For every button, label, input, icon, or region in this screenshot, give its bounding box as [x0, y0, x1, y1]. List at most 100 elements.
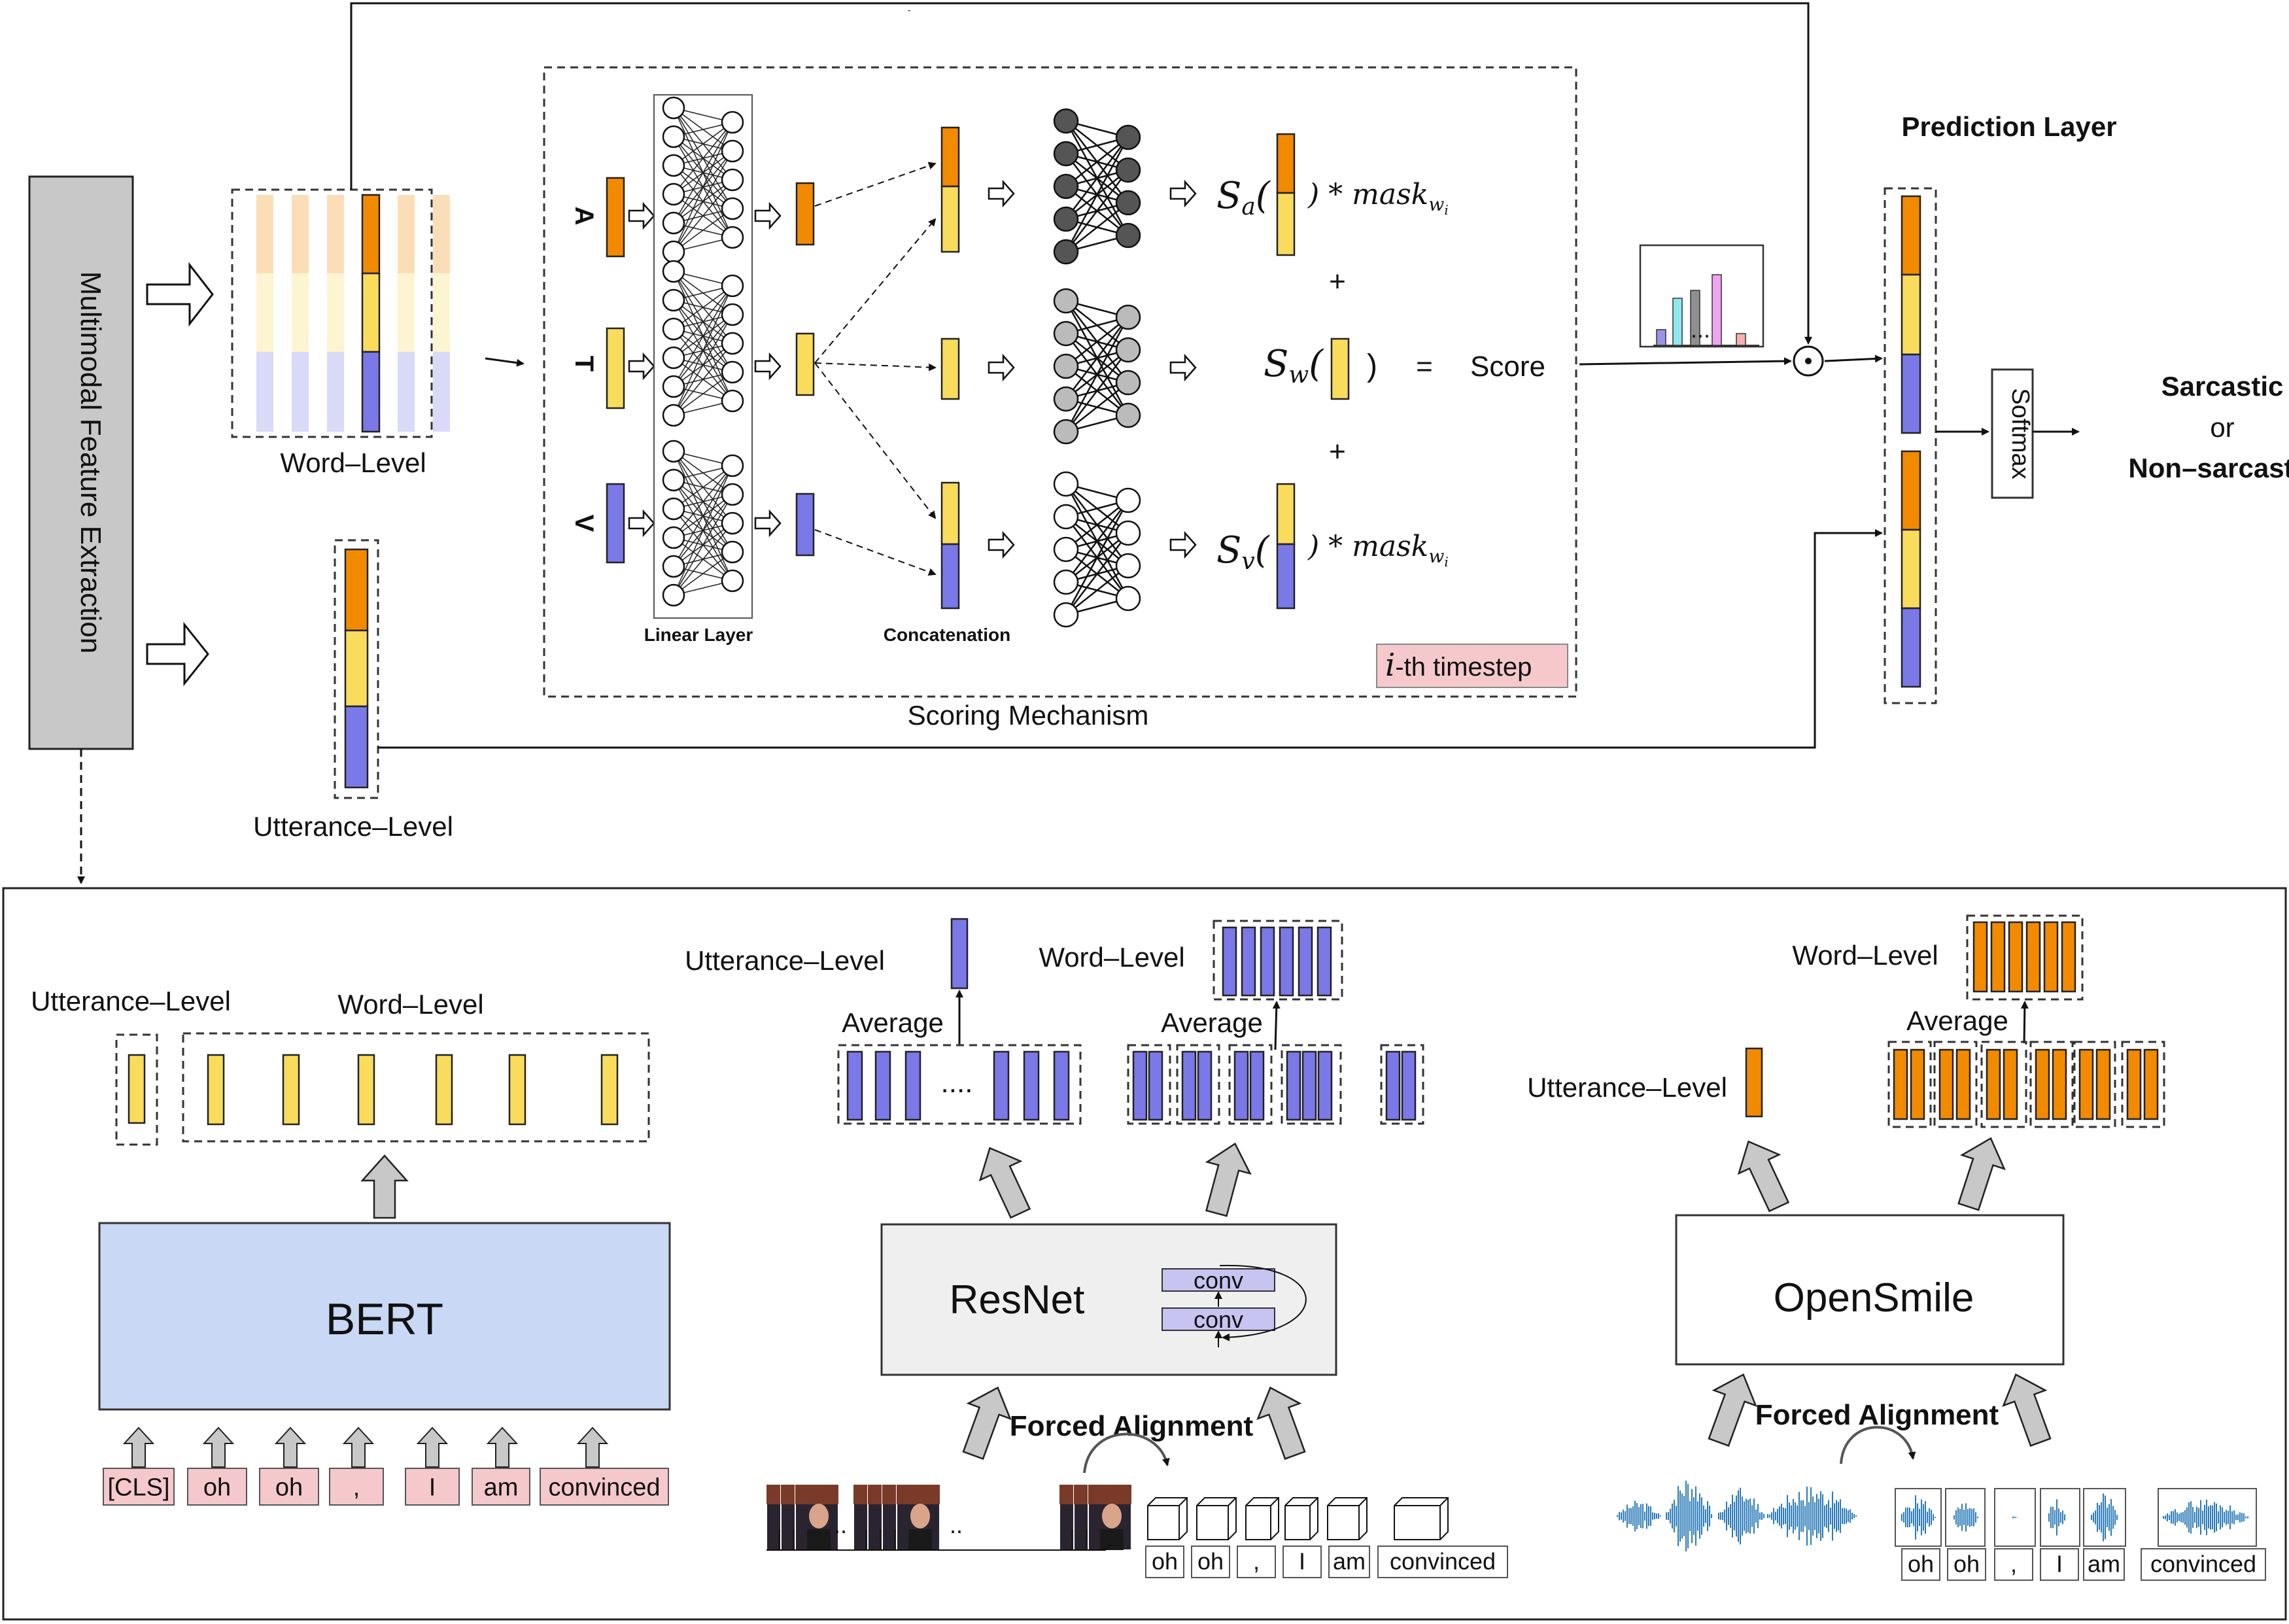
- scoring-mechanism-label: Scoring Mechanism: [908, 700, 1149, 731]
- modality-inputs: A T V: [570, 177, 625, 564]
- linear-node: [721, 511, 744, 535]
- acoustic-projected-vector: [795, 182, 815, 246]
- linear-node: [721, 303, 744, 326]
- visual-frame-vector: [1401, 1050, 1417, 1121]
- modality-label-t: T: [570, 356, 598, 371]
- utterance-level-features: Utterance–Level: [253, 539, 453, 842]
- audio-frame-vector: [2052, 1048, 2067, 1120]
- scoring-node: [1115, 553, 1141, 579]
- audio-alignment-curve-arrow: [1840, 1426, 1916, 1464]
- linear-node: [662, 182, 685, 206]
- token-box: [405, 1468, 460, 1506]
- modality-extraction-panel: [2, 887, 2287, 1621]
- prediction-layer: [1884, 187, 1937, 704]
- audio-frame-vector: [1955, 1048, 1971, 1120]
- resnet-label: ResNet: [950, 1277, 1085, 1322]
- hollow-arrow: [628, 201, 655, 230]
- svg-text:conv: conv: [1194, 1306, 1243, 1333]
- linear-node: [721, 111, 744, 134]
- scoring-node: [1053, 239, 1079, 265]
- small-grey-arrow: [122, 1426, 155, 1468]
- audio-word-vector: [2025, 921, 2041, 993]
- score-label: Score: [1470, 351, 1545, 383]
- linear-node: [662, 260, 685, 283]
- scoring-node: [1053, 569, 1079, 595]
- linear-node: [721, 332, 744, 355]
- visual-frame-vector: [1132, 1050, 1148, 1121]
- hollow-arrow: [628, 352, 655, 381]
- token-box: [1947, 1548, 1986, 1581]
- scoring-node: [1053, 602, 1079, 628]
- grey-arrow: [1708, 1373, 1757, 1447]
- visual-word-vector: [1317, 926, 1332, 997]
- grey-arrow: [1737, 1140, 1790, 1213]
- visual-frame-vector: [1233, 1050, 1249, 1121]
- scoring-node: [1053, 320, 1079, 347]
- scoring-node: [1053, 141, 1079, 167]
- linear-node: [721, 226, 744, 249]
- scoring-mechanism-box: [543, 66, 1577, 698]
- svg-text:Sw(: Sw(: [1264, 343, 1324, 389]
- linear-node: [662, 440, 685, 463]
- prediction-layer-label: Prediction Layer: [1901, 111, 2116, 142]
- linear-node: [721, 389, 744, 413]
- svg-text:conv: conv: [1194, 1267, 1243, 1294]
- histogram-bar: [1672, 298, 1683, 346]
- visual-average-right-label: Average: [1161, 1007, 1263, 1038]
- plus-sign-1: +: [1329, 266, 1346, 298]
- scoring-networks: [1053, 108, 1141, 628]
- token-box: [1328, 1546, 1370, 1578]
- grey-arrow: [1256, 1386, 1306, 1460]
- linear-node: [662, 125, 685, 148]
- token-box: [1377, 1546, 1508, 1578]
- aligned-frame-cubes: [1147, 1497, 1449, 1540]
- scoring-node: [1115, 520, 1141, 546]
- linear-node: [662, 404, 685, 427]
- linear-node: [721, 483, 744, 506]
- visual-word-vector: [1222, 926, 1237, 997]
- linear-node: [662, 346, 685, 370]
- token-label: oh: [203, 1474, 231, 1501]
- hollow-arrow: [754, 352, 782, 381]
- output-sarcastic: Sarcastic: [2161, 371, 2284, 402]
- word-level-skip-connection: [350, 2, 1812, 345]
- to-utterance-level-arrow: [146, 621, 209, 687]
- hadamard-product: [1793, 345, 1824, 377]
- visual-frame-vector: [1181, 1050, 1197, 1121]
- audio-frame-vector: [1938, 1048, 1954, 1120]
- token-label: oh: [1197, 1548, 1224, 1575]
- hollow-arrow: [988, 179, 1015, 208]
- linear-layer-box: [653, 94, 753, 619]
- audio-utterance-level-label: Utterance–Level: [1527, 1072, 1727, 1103]
- word-level-features: Word–Level: [231, 188, 450, 478]
- audio-frame-vector: [2003, 1048, 2018, 1120]
- feature-extraction-label: Multimodal Feature Extraction: [75, 271, 107, 653]
- visual-word-vector: [1298, 926, 1313, 997]
- scoring-node: [1115, 157, 1141, 183]
- visual-projected-vector: [795, 492, 815, 557]
- opensmile-label: OpenSmile: [1774, 1275, 1974, 1321]
- token-box: [329, 1468, 384, 1506]
- audio-extraction-panel: Word–Level Average Utterance–Level OpenS…: [1527, 914, 2266, 1581]
- audio-frame-vector: [2078, 1048, 2094, 1120]
- linear-node: [662, 555, 685, 578]
- token-label: convinced: [2150, 1551, 2256, 1578]
- token-box: [1994, 1548, 2033, 1581]
- token-label: am: [484, 1474, 519, 1501]
- hollow-arrow: [988, 530, 1015, 559]
- hollow-arrow: [754, 201, 782, 230]
- token-label: am: [2088, 1551, 2120, 1578]
- scoring-node: [1053, 206, 1079, 232]
- token-box: [1901, 1548, 1940, 1581]
- concatenation-label: Concatenation: [884, 625, 1010, 645]
- audio-forced-alignment-label: Forced Alignment: [1755, 1399, 1999, 1431]
- visual-forced-alignment-label: Forced Alignment: [1010, 1410, 1254, 1442]
- utterance-level-label: Utterance–Level: [253, 811, 453, 842]
- linear-node: [662, 526, 685, 549]
- feature-extraction-block: Multimodal Feature Extraction: [28, 175, 134, 750]
- audio-word-vector: [2043, 921, 2059, 993]
- word-level-label: Word–Level: [280, 447, 426, 478]
- scoring-node: [1053, 536, 1079, 562]
- linear-node: [721, 139, 744, 163]
- token-box: [2040, 1548, 2079, 1581]
